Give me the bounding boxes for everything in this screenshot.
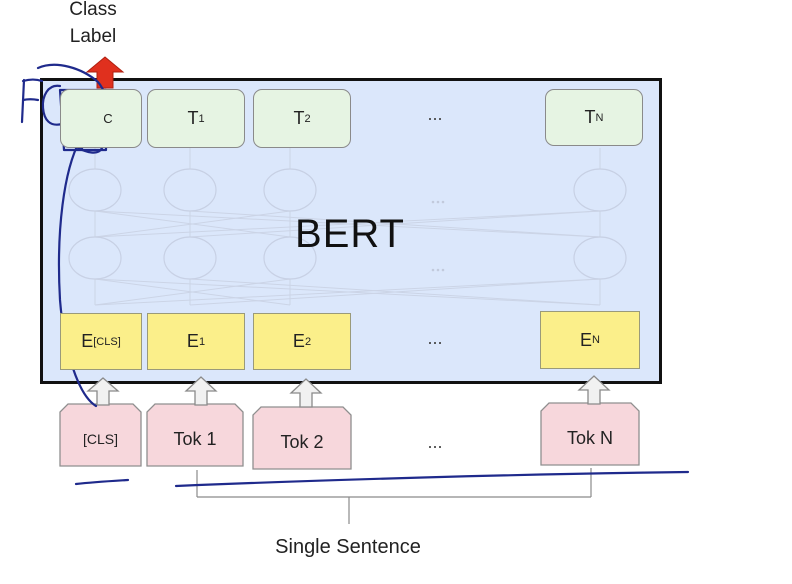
fc-annotation [20, 76, 60, 126]
embedding-label-e2: E [292, 331, 305, 351]
embedding-ellipsis: ... [427, 328, 443, 348]
class-arrow-icon [85, 56, 125, 89]
input-label: Single Sentence [275, 536, 421, 558]
embedding-label-cls: E [81, 331, 94, 351]
hidden-ellipsis [431, 200, 445, 272]
token-cls: [CLS] [82, 431, 118, 447]
output-sub-tn: N [595, 111, 604, 124]
sentence-bracket [196, 468, 592, 524]
embedding-label-en: E [580, 329, 593, 350]
ink-annotations [20, 63, 690, 488]
class-label-line1: Class [69, 0, 117, 20]
bert-title: BERT [295, 212, 405, 256]
token-ellipsis: ... [427, 432, 443, 452]
output-label-cls: C [103, 111, 113, 126]
output-sub-t2: 2 [304, 112, 311, 125]
output-box-cls: C [60, 89, 142, 148]
output-sub-t1: 1 [198, 112, 205, 125]
token-1: Tok 1 [173, 428, 217, 449]
embedding-box-cls: E[CLS] [60, 313, 142, 370]
embedding-sub-e1: 1 [198, 335, 206, 348]
input-arrows [86, 375, 611, 408]
embedding-sub-e2: 2 [304, 335, 312, 348]
output-label-t1: T [187, 108, 199, 128]
output-ellipsis: ... [427, 104, 443, 124]
output-label-t2: T [293, 108, 305, 128]
class-label-line2: Label [69, 26, 117, 47]
class-label-caption: Class Label [50, 0, 136, 50]
embedding-sub-en: N [592, 334, 600, 346]
token-n: Tok N [566, 427, 613, 448]
token-shapes [59, 402, 640, 470]
embedding-label-e1: E [186, 331, 199, 351]
hidden-connections [94, 148, 601, 306]
output-label-tn: T [584, 107, 596, 127]
embedding-sub-cls: [CLS] [93, 335, 121, 348]
token-2: Tok 2 [280, 431, 324, 452]
